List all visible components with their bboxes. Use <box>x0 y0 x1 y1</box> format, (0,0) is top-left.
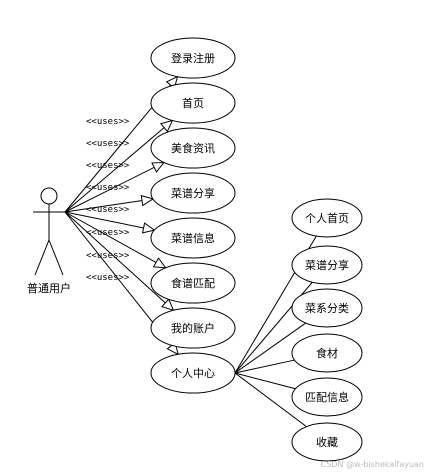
uses-link-share <box>64 198 153 213</box>
sub-use-case-ingredients[interactable] <box>291 333 363 373</box>
sub-use-case-label-ingredients: 食材 <box>316 346 338 360</box>
uses-link-recipe-info <box>64 211 155 231</box>
uses-label: <<uses>> <box>86 205 130 215</box>
use-case-home[interactable] <box>150 82 236 124</box>
use-case-news[interactable] <box>150 127 236 169</box>
use-case-label-share: 菜谱分享 <box>171 186 215 200</box>
sub-use-case-label-cuisine-category: 菜系分类 <box>305 301 349 315</box>
use-case-account[interactable] <box>150 307 236 349</box>
sub-use-case-favorites[interactable] <box>291 422 363 462</box>
arrowhead-share <box>140 194 155 207</box>
use-case-label-account: 我的账户 <box>171 321 215 335</box>
sub-use-case-label-personal-home: 个人首页 <box>305 211 349 225</box>
watermark: CSDN @w-bishekaifayuan <box>321 460 424 469</box>
uses-label: <<uses>> <box>86 161 130 171</box>
use-case-recipe-info[interactable] <box>150 217 236 259</box>
sub-use-case-match-info[interactable] <box>291 377 363 417</box>
sub-use-case-label-sub-share: 菜谱分享 <box>305 258 349 272</box>
sub-link-match-info <box>234 372 296 390</box>
use-case-label-match: 食谱匹配 <box>171 276 215 290</box>
uses-label: <<uses>> <box>86 183 130 193</box>
use-case-share[interactable] <box>150 172 236 214</box>
actor-label: 普通用户 <box>27 281 71 295</box>
sub-use-case-label-match-info: 匹配信息 <box>305 390 349 404</box>
actor-head <box>40 187 58 205</box>
use-case-label-register: 登录注册 <box>171 51 215 65</box>
actor-right-leg <box>48 239 64 276</box>
arrowhead-home <box>160 119 174 133</box>
uses-label: <<uses>> <box>86 228 130 238</box>
actor-figure <box>33 187 65 276</box>
sub-use-case-personal-home[interactable] <box>291 198 363 238</box>
actor-left-leg <box>34 239 50 276</box>
use-case-register[interactable] <box>150 37 236 79</box>
uses-link-home <box>64 120 173 213</box>
use-case-label-home: 首页 <box>182 96 204 110</box>
sub-use-case-cuisine-category[interactable] <box>291 288 363 328</box>
sub-link-cuisine-category <box>234 322 306 374</box>
uses-link-account <box>64 211 174 311</box>
arrowhead-news <box>151 161 166 173</box>
uses-label: <<uses>> <box>86 251 130 261</box>
arrowhead-match <box>152 257 167 269</box>
use-case-label-personal-center: 个人中心 <box>171 367 215 380</box>
uses-link-news <box>64 162 165 213</box>
uses-label: <<uses>> <box>86 139 130 149</box>
sub-use-case-label-favorites: 收藏 <box>316 435 338 449</box>
arrowhead-account <box>161 298 175 312</box>
arrowhead-recipe-info <box>141 222 156 234</box>
sub-link-ingredients <box>234 359 295 374</box>
uses-link-match <box>64 211 166 269</box>
sub-use-case-sub-share[interactable] <box>291 245 363 285</box>
uses-label: <<uses>> <box>86 273 130 283</box>
use-case-match[interactable] <box>150 262 236 304</box>
sub-link-favorites <box>234 372 307 428</box>
use-case-label-news: 美食资讯 <box>171 141 215 155</box>
uses-label: <<uses>> <box>86 117 130 127</box>
use-case-label-recipe-info: 菜谱信息 <box>171 231 215 245</box>
